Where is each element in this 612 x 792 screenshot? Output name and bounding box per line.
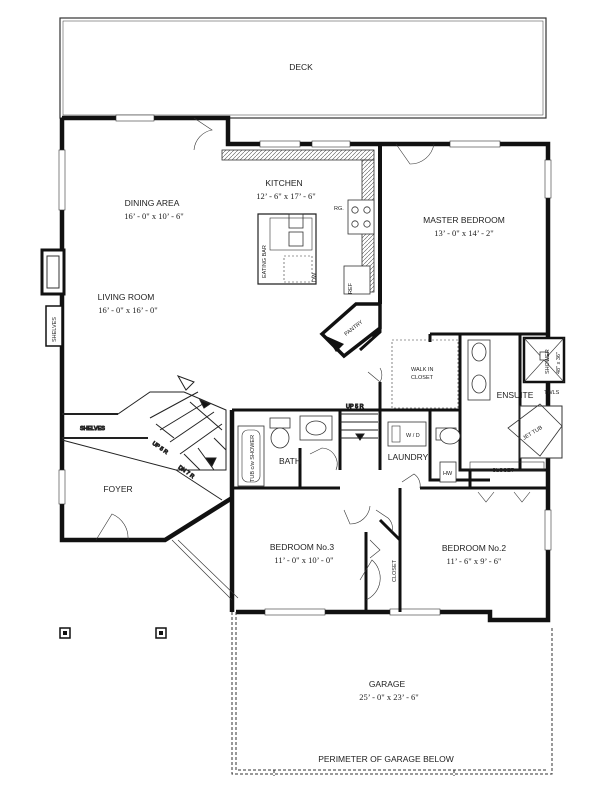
bedroom2-label: BEDROOM No.2 (442, 543, 507, 553)
laundry-label: LAUNDRY (388, 452, 429, 462)
pantry-label: PANTRY (344, 319, 365, 337)
fireplace: SHELVES (40, 248, 66, 347)
garage-perimeter (231, 612, 553, 776)
garage-label: GARAGE (369, 679, 406, 689)
range-label: RG. (334, 206, 344, 212)
ensuite-label: ENSUITE (497, 390, 534, 400)
kitchen-size: 12’ - 6" x 17’ - 6" (256, 191, 316, 201)
garage-size: 25’ - 0" x 23’ - 6" (359, 692, 419, 702)
bedroom3-size: 11’ - 0" x 10’ - 0" (274, 555, 333, 565)
walk-in-label-2: CLOSET (411, 375, 434, 381)
shelves-label: SHELVES (80, 426, 105, 432)
hot-water-label: HW (443, 471, 453, 477)
bedroom3-closet-label: CLOSET (392, 559, 398, 582)
shower-size-label: 48" x 36" (556, 352, 562, 374)
walk-in-closet: WALK IN CLOSET (391, 339, 459, 409)
towels-label: TWLS (544, 390, 560, 396)
dining-label: DINING AREA (125, 198, 180, 208)
pantry: PANTRY (319, 302, 382, 359)
master-bedroom-label: MASTER BEDROOM (423, 215, 505, 225)
ensuite-fixtures: SHOWER 48" x 36" TWLS JET TUB CLOSET HW (435, 336, 566, 483)
living-room-size: 16’ - 0" x 16’ - 0" (98, 305, 158, 315)
kitchen-island: EATING BAR DW (257, 213, 318, 285)
walk-in-label-1: WALK IN (411, 367, 433, 373)
bedroom3-label: BEDROOM No.3 (270, 542, 335, 552)
stair-up-label: UP 5 R (151, 441, 169, 456)
laundry-fixtures: W / D (387, 421, 427, 447)
upper-stair-label: UP 5 R (346, 404, 364, 410)
bedroom2-size: 11’ - 6" x 9’ - 6" (447, 556, 502, 566)
perimeter-note: PERIMETER OF GARAGE BELOW (318, 754, 454, 764)
bath-label: BATH (279, 456, 301, 466)
foyer-label: FOYER (103, 484, 132, 494)
dishwasher-label: DW (312, 272, 318, 282)
bath-fixtures: TUB c/w SHOWER (237, 415, 333, 487)
washer-dryer-label: W / D (406, 433, 420, 439)
interior-walls (232, 304, 548, 612)
dining-size: 16’ - 0" x 10’ - 6" (124, 211, 184, 221)
shower-label: SHOWER (545, 349, 551, 374)
living-room-label: LIVING ROOM (98, 292, 155, 302)
deck (59, 17, 547, 119)
deck-label: DECK (289, 62, 313, 72)
porch-posts (59, 627, 167, 639)
master-bedroom-size: 13’ - 0" x 14’ - 2" (434, 228, 494, 238)
windows (58, 114, 552, 616)
eating-bar-label: EATING BAR (262, 245, 268, 278)
kitchen-label: KITCHEN (265, 178, 302, 188)
door-swings (95, 117, 531, 601)
kitchen-counters: RG. REF (221, 142, 382, 304)
ref-label: REF (348, 282, 354, 294)
room-labels: DECK DINING AREA 16’ - 0" x 10’ - 6" KIT… (98, 62, 534, 764)
tub-shower-label: TUB c/w SHOWER (250, 435, 256, 482)
ensuite-closet-label: CLOSET (492, 468, 515, 474)
side-shelves-label: SHELVES (52, 317, 58, 342)
